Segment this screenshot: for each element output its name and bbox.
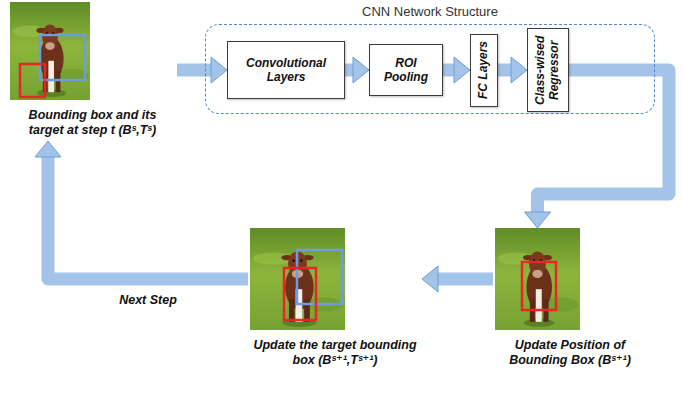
target-box — [297, 250, 342, 304]
layer-label: ROI Pooling — [376, 56, 436, 85]
cow-photo — [10, 2, 90, 100]
target-box — [40, 35, 85, 80]
layer-box: ROI Pooling — [369, 44, 443, 96]
layer-box: Class-wised Regressor — [527, 28, 569, 112]
flow-arrow — [345, 64, 353, 77]
flow-arrow — [443, 64, 454, 77]
flow-arrow — [438, 273, 493, 286]
bounding-box — [284, 268, 316, 320]
image-step: Bounding box and its target at step t (B… — [8, 2, 177, 141]
flow-arrow — [498, 64, 511, 77]
image-caption: Update the target bounding box (Bˢ⁺¹,Tˢ⁺… — [250, 338, 420, 368]
image-step: Update Position of Bounding Box (Bˢ⁺¹) — [493, 228, 647, 371]
layer-box: FC Layers — [470, 34, 498, 107]
network-group: CNN Network StructureConvolutional Layer… — [205, 24, 655, 114]
layer-box: Convolutional Layers — [227, 41, 345, 99]
layer-label: FC Layers — [477, 41, 491, 99]
edge-label: Next Step — [117, 293, 179, 307]
image-step: Update the target bounding box (Bˢ⁺¹,Tˢ⁺… — [248, 228, 422, 371]
group-title: CNN Network Structure — [206, 4, 654, 20]
image-caption: Update Position of Bounding Box (Bˢ⁺¹) — [495, 338, 645, 368]
bounding-box — [20, 64, 45, 97]
cow-photo — [250, 228, 345, 330]
image-caption: Bounding box and its target at step t (B… — [10, 108, 175, 138]
bounding-box — [522, 262, 556, 310]
flow-arrow — [48, 157, 248, 279]
layer-label: Class-wised Regressor — [534, 35, 562, 105]
layer-label: Convolutional Layers — [236, 56, 336, 85]
cow-photo — [495, 228, 580, 330]
